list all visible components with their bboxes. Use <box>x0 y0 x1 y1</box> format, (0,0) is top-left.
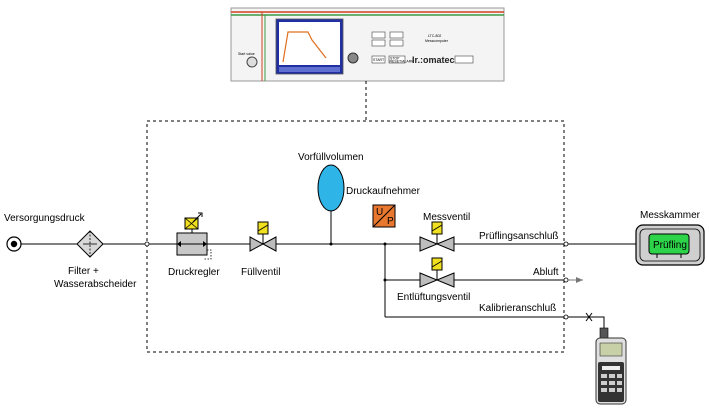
device-model: LTC-802 <box>428 34 441 38</box>
start-value-label: Start value <box>238 52 255 56</box>
device-stop-label-2: RESET/ALARM <box>390 60 415 64</box>
device-stop-button[interactable] <box>388 55 406 64</box>
device-screen <box>275 18 344 75</box>
measuring-computer: Start value START STOP RESET/ALARM LTC-8… <box>230 7 505 82</box>
pressure-transducer-icon: U P <box>372 204 396 228</box>
calibrator-device-icon <box>595 327 627 405</box>
regulator-label: Druckregler <box>168 267 220 278</box>
exhaust-label: Abluft <box>533 267 559 278</box>
device-subtitle: Messcomputer <box>425 39 449 43</box>
device-dial[interactable] <box>347 52 359 64</box>
start-value-knob[interactable] <box>246 56 258 68</box>
ports <box>144 241 569 320</box>
pressure-regulator-icon <box>176 212 212 260</box>
vent-valve-icon <box>419 257 455 288</box>
measure-valve-label: Messventil <box>423 212 470 223</box>
device-key-1[interactable] <box>371 31 386 39</box>
calibration-port-label: Kalibrieranschluß <box>479 303 556 314</box>
device-stop-label: STOP <box>390 57 400 61</box>
filter-label-2: Wasserabscheider <box>54 279 137 290</box>
filter-label-1: Filter + <box>68 266 99 277</box>
test-port-label: Prüflingsanschluß <box>479 231 558 242</box>
device-buttons: START STOP RESET/ALARM <box>371 31 474 64</box>
device-start-label: START <box>373 58 385 62</box>
supply-label: Versorgungsdruck <box>4 213 86 224</box>
pressure-sensor-label: Druckaufnehmer <box>346 186 421 197</box>
fill-valve-icon <box>249 221 277 252</box>
device-start-button[interactable] <box>371 55 386 64</box>
vent-valve-label: Entlüftungsventil <box>397 292 470 303</box>
device-brand: Ir.:omatec <box>412 55 455 65</box>
prefill-volume-label: Vorfüllvolumen <box>298 152 364 163</box>
measure-valve-icon <box>419 221 455 252</box>
junctions <box>329 242 387 282</box>
device-stripes <box>231 11 504 81</box>
device-key-4[interactable] <box>389 39 404 47</box>
supply-source-icon <box>6 236 22 252</box>
device-key-2[interactable] <box>371 39 386 47</box>
specimen-label: Prüfling <box>653 240 687 251</box>
calibration-coupling-icon <box>585 312 593 322</box>
filter-icon <box>76 230 104 258</box>
measurement-chamber-icon: Prüfling <box>635 224 705 266</box>
transducer-p: P <box>387 216 394 227</box>
device-key-5[interactable] <box>454 55 474 64</box>
fill-valve-label: Füllventil <box>241 267 280 278</box>
device-key-3[interactable] <box>389 31 404 39</box>
transducer-u: U <box>376 207 383 218</box>
chamber-label: Messkammer <box>640 210 701 221</box>
pipes <box>20 210 638 330</box>
prefill-volume-icon <box>317 164 345 212</box>
